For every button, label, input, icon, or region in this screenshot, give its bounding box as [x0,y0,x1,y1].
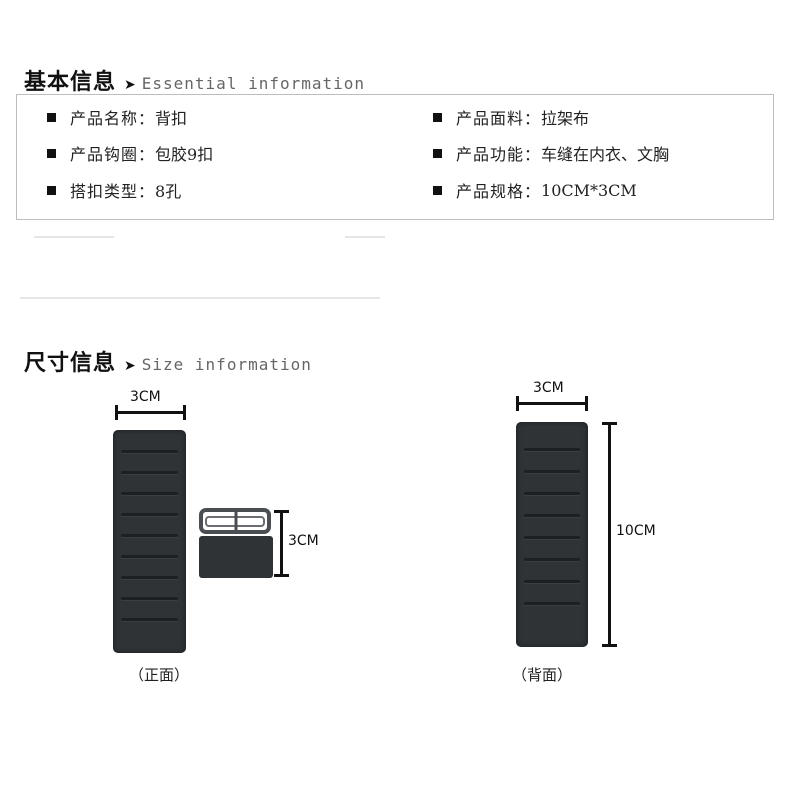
basic-info-subtitle: Essential information [141,74,366,93]
back-length-dimension-line [608,424,611,646]
size-info-title: 尺寸信息 [24,351,117,376]
strip-rib [524,558,580,561]
strip-rib [121,450,178,453]
info-label: 产品规格： [456,182,542,201]
front-caption: （正面） [129,666,190,684]
dimension-tick [516,396,519,411]
front-width-dimension-line [115,411,186,414]
strip-rib [524,448,580,451]
dimension-tick [602,422,617,425]
info-label: 产品功能： [456,145,542,164]
dimension-tick [602,644,617,647]
dimension-tick [274,510,289,513]
info-value: 10CM*3CM [541,180,637,200]
strip-rib [121,618,178,621]
info-value: 车缝在内衣、文胸 [541,145,670,164]
size-info-heading: 尺寸信息 ➤ Size information [24,345,312,377]
divider [345,236,385,238]
square-bullet-icon [47,185,56,195]
dimension-tick [183,405,186,420]
square-bullet-icon [47,112,56,122]
back-length-label: 10CM [616,523,656,539]
divider [20,297,380,299]
strip-rib [121,471,178,474]
strip-rib [524,514,580,517]
info-item-hook: 产品钩圈： 包胶9扣 [47,141,213,165]
info-value: 包胶9扣 [155,145,214,164]
strip-rib [524,470,580,473]
strip-rib [524,536,580,539]
strip-rib [121,534,178,537]
strip-rib [121,513,178,516]
info-label: 搭扣类型： [70,182,156,201]
front-width-label: 3CM [130,389,161,405]
dimension-tick [585,396,588,411]
strip-rib [121,555,178,558]
square-bullet-icon [433,112,442,122]
info-value: 8孔 [155,182,182,201]
strip-rib [121,492,178,495]
hook-height-dimension-line [280,510,283,576]
hook-eye-image [199,508,273,578]
strip-rib [121,576,178,579]
basic-info-box: 产品名称： 背扣 产品面料： 拉架布 产品钩圈： 包胶9扣 产品功能： 车缝在内… [16,94,774,220]
strip-rib [121,597,178,600]
size-info-subtitle: Size information [141,355,312,374]
arrow-right-icon: ➤ [124,358,136,374]
hook-height-label: 3CM [288,533,319,549]
strip-rib [524,492,580,495]
info-item-product-name: 产品名称： 背扣 [47,105,187,129]
info-item-fabric: 产品面料： 拉架布 [433,105,589,129]
info-label: 产品名称： [70,109,156,128]
divider [34,236,114,238]
front-strip-image [113,430,186,653]
strip-rib [524,602,580,605]
info-value: 背扣 [155,109,188,128]
square-bullet-icon [433,148,442,158]
dimension-tick [274,574,289,577]
square-bullet-icon [433,185,442,195]
back-caption: （背面） [512,666,573,684]
info-label: 产品面料： [456,109,542,128]
dimension-tick [115,405,118,420]
strip-rib [524,580,580,583]
basic-info-heading: 基本信息 ➤ Essential information [24,64,365,96]
info-item-spec: 产品规格： 10CM*3CM [433,178,637,202]
basic-info-title: 基本信息 [24,70,117,95]
info-item-clasp-type: 搭扣类型： 8孔 [47,178,181,202]
square-bullet-icon [47,148,56,158]
info-label: 产品钩圈： [70,145,156,164]
info-item-function: 产品功能： 车缝在内衣、文胸 [433,141,669,165]
back-width-dimension-line [516,402,588,405]
back-strip-image [516,422,588,647]
info-value: 拉架布 [541,109,590,128]
back-width-label: 3CM [533,380,564,396]
arrow-right-icon: ➤ [124,77,136,93]
